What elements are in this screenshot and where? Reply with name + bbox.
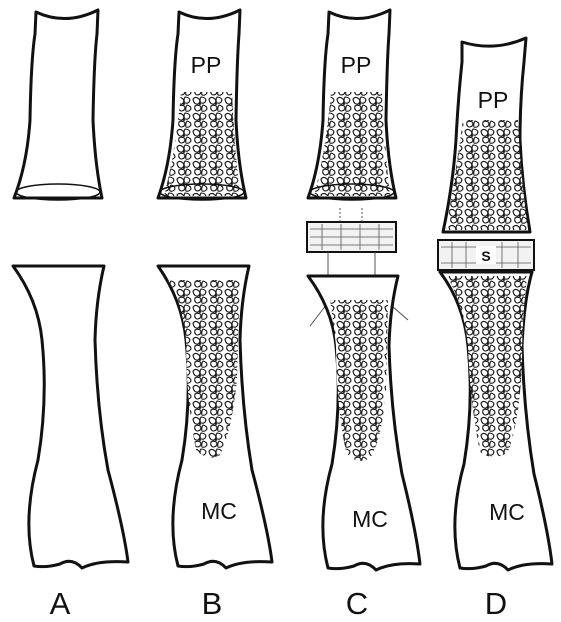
panel-label-d: D [485,586,507,621]
panel-label-c: C [346,586,368,621]
label-mc-b: MC [201,498,237,524]
label-mc-d: MC [489,499,525,525]
label-spacer-d: S [481,248,490,264]
label-pp-c: PP [341,52,372,78]
panel-c [307,10,420,570]
proximal-phalanx-bone [14,10,102,198]
panel-b [158,10,272,568]
label-pp-d: PP [478,87,509,113]
panel-d [438,38,552,570]
label-mc-c: MC [352,506,388,532]
label-pp-b: PP [191,52,222,78]
panel-a [13,10,128,568]
panel-label-a: A [50,586,71,621]
metacarpal-bone [13,266,128,568]
panel-label-b: B [202,586,223,621]
